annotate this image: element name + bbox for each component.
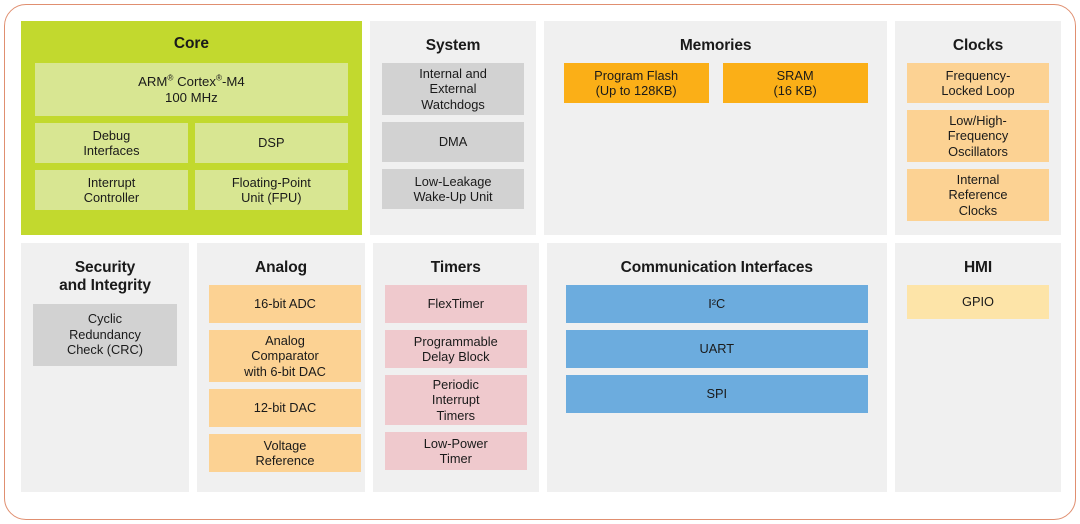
panel-timers-blocks: FlexTimer Programmable Delay Block Perio… (385, 285, 527, 471)
block-internal-reference-clocks[interactable]: Internal Reference Clocks (907, 169, 1049, 222)
panel-clocks: Clocks Frequency- Locked Loop Low/High- … (895, 21, 1061, 235)
block-debug-interfaces[interactable]: Debug Interfaces (35, 123, 188, 164)
block-16-bit-adc[interactable]: 16-bit ADC (209, 285, 361, 324)
diagram-row-top: Core ARM® Cortex®-M4 100 MHz Debug Inter… (21, 21, 1061, 235)
panel-hmi-title: HMI (963, 259, 993, 276)
panel-system-title: System (425, 37, 481, 54)
diagram-row-bottom: Security and Integrity Cyclic Redundancy… (21, 243, 1061, 492)
panel-system-blocks: Internal and External Watchdogs DMA Low-… (382, 63, 525, 210)
panel-security-title-line1: Security (74, 259, 136, 276)
block-arm-cortex-m4[interactable]: ARM® Cortex®-M4 100 MHz (35, 63, 348, 117)
core-block-row-2: Interrupt Controller Floating-Point Unit… (35, 170, 348, 211)
block-cyclic-redundancy-check[interactable]: Cyclic Redundancy Check (CRC) (33, 303, 177, 366)
panel-communication-title: Communication Interfaces (620, 259, 813, 276)
block-analog-comparator[interactable]: Analog Comparator with 6-bit DAC (209, 330, 361, 383)
block-interrupt-controller[interactable]: Interrupt Controller (35, 170, 188, 211)
memories-block-row: Program Flash (Up to 128KB) SRAM (16 KB) (563, 63, 868, 104)
panel-security-blocks: Cyclic Redundancy Check (CRC) (33, 303, 177, 366)
panel-core-blocks: ARM® Cortex®-M4 100 MHz Debug Interfaces… (35, 63, 348, 211)
block-program-flash[interactable]: Program Flash (Up to 128KB) (563, 63, 709, 104)
block-watchdogs[interactable]: Internal and External Watchdogs (382, 63, 525, 116)
core-block-row-1: Debug Interfaces DSP (35, 123, 348, 164)
block-frequency-locked-loop[interactable]: Frequency- Locked Loop (907, 63, 1049, 104)
panel-system: System Internal and External Watchdogs D… (369, 21, 537, 235)
panel-memories-blocks: Program Flash (Up to 128KB) SRAM (16 KB) (563, 63, 868, 104)
panel-hmi-blocks: GPIO (907, 285, 1049, 320)
block-dsp[interactable]: DSP (194, 123, 348, 164)
panel-clocks-blocks: Frequency- Locked Loop Low/High- Frequen… (907, 63, 1049, 222)
block-floating-point-unit[interactable]: Floating-Point Unit (FPU) (194, 170, 348, 211)
panel-hmi: HMI GPIO (895, 243, 1061, 492)
block-gpio[interactable]: GPIO (907, 285, 1049, 320)
block-arm-cortex-m4-line1: ARM® Cortex®-M4 (138, 73, 245, 89)
panel-core: Core ARM® Cortex®-M4 100 MHz Debug Inter… (21, 21, 362, 235)
panel-analog: Analog 16-bit ADC Analog Comparator with… (197, 243, 365, 492)
panel-security-and-integrity: Security and Integrity Cyclic Redundancy… (21, 243, 189, 492)
panel-communication-interfaces: Communication Interfaces I²C UART SPI (546, 243, 887, 492)
diagram-frame: Core ARM® Cortex®-M4 100 MHz Debug Inter… (4, 4, 1076, 520)
block-dma[interactable]: DMA (382, 122, 525, 163)
block-12-bit-dac[interactable]: 12-bit DAC (209, 389, 361, 428)
block-i2c[interactable]: I²C (565, 285, 868, 324)
panel-memories: Memories Program Flash (Up to 128KB) SRA… (544, 21, 887, 235)
block-low-leakage-wakeup-unit[interactable]: Low-Leakage Wake-Up Unit (382, 169, 525, 210)
panel-security-title-line2: and Integrity (59, 277, 151, 295)
block-sram[interactable]: SRAM (16 KB) (722, 63, 868, 104)
panel-analog-blocks: 16-bit ADC Analog Comparator with 6-bit … (209, 285, 361, 473)
panel-timers: Timers FlexTimer Programmable Delay Bloc… (373, 243, 539, 492)
block-uart[interactable]: UART (565, 330, 868, 369)
block-diagram-grid: Core ARM® Cortex®-M4 100 MHz Debug Inter… (21, 21, 1061, 492)
block-low-high-frequency-oscillators[interactable]: Low/High- Frequency Oscillators (907, 110, 1049, 163)
panel-core-title: Core (173, 35, 209, 52)
block-spi[interactable]: SPI (565, 375, 868, 414)
block-voltage-reference[interactable]: Voltage Reference (209, 434, 361, 473)
panel-timers-title: Timers (430, 259, 481, 276)
panel-memories-title: Memories (679, 37, 752, 54)
block-programmable-delay-block[interactable]: Programmable Delay Block (385, 330, 527, 369)
block-periodic-interrupt-timers[interactable]: Periodic Interrupt Timers (385, 375, 527, 426)
block-flextimer[interactable]: FlexTimer (385, 285, 527, 324)
panel-communication-blocks: I²C UART SPI (565, 285, 868, 414)
block-low-power-timer[interactable]: Low-Power Timer (385, 432, 527, 471)
block-arm-cortex-m4-line2: 100 MHz (164, 89, 218, 105)
panel-analog-title: Analog (255, 259, 307, 276)
panel-clocks-title: Clocks (952, 37, 1004, 54)
panel-security-title: Security and Integrity (33, 253, 177, 304)
